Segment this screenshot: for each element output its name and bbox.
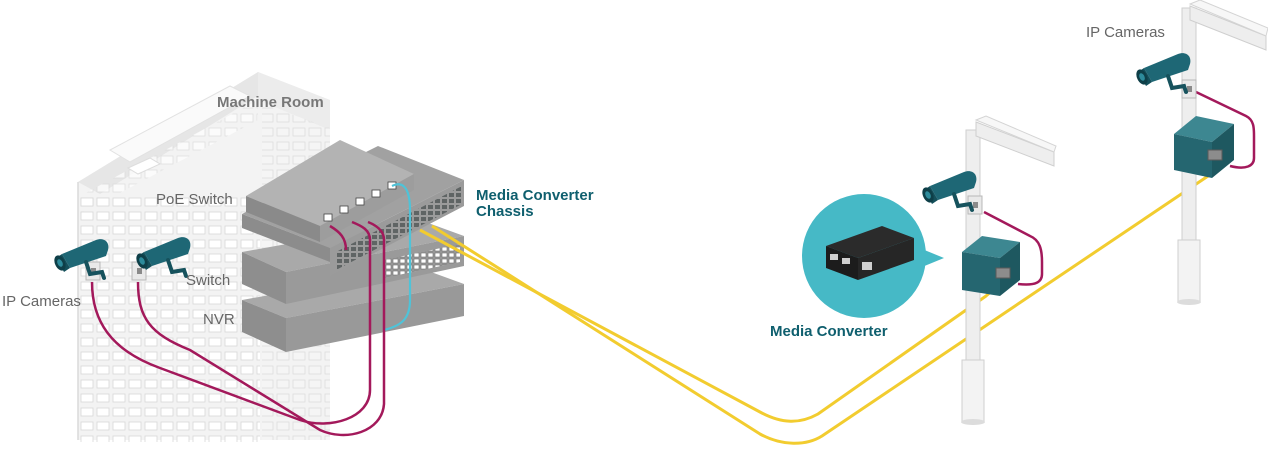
converter-box-far-pole [1174, 116, 1234, 178]
media-converter-chassis-label-line2: Chassis [476, 203, 534, 220]
poe-switch-device [246, 140, 414, 242]
poe-switch-label: PoE Switch [156, 191, 233, 208]
media-converter-device-icon [826, 226, 914, 280]
ethernet-cables-building [90, 220, 386, 437]
switch-label: Switch [186, 272, 231, 289]
ip-cameras-label-right: IP Cameras [1086, 24, 1165, 41]
uplink-cable [383, 183, 412, 332]
nvr-label: NVR [203, 311, 235, 328]
ip-cameras-label-left: IP Cameras [2, 293, 81, 310]
media-converter-label: Media Converter [770, 323, 888, 340]
converter-box-near-pole [962, 236, 1020, 296]
machine-room-building [77, 72, 330, 442]
media-converter-callout [802, 194, 944, 318]
machine-room-label: Machine Room [217, 94, 324, 111]
media-converter-chassis-label-line1: Media Converter [476, 187, 594, 204]
ethernet-cables-poles [983, 90, 1256, 286]
